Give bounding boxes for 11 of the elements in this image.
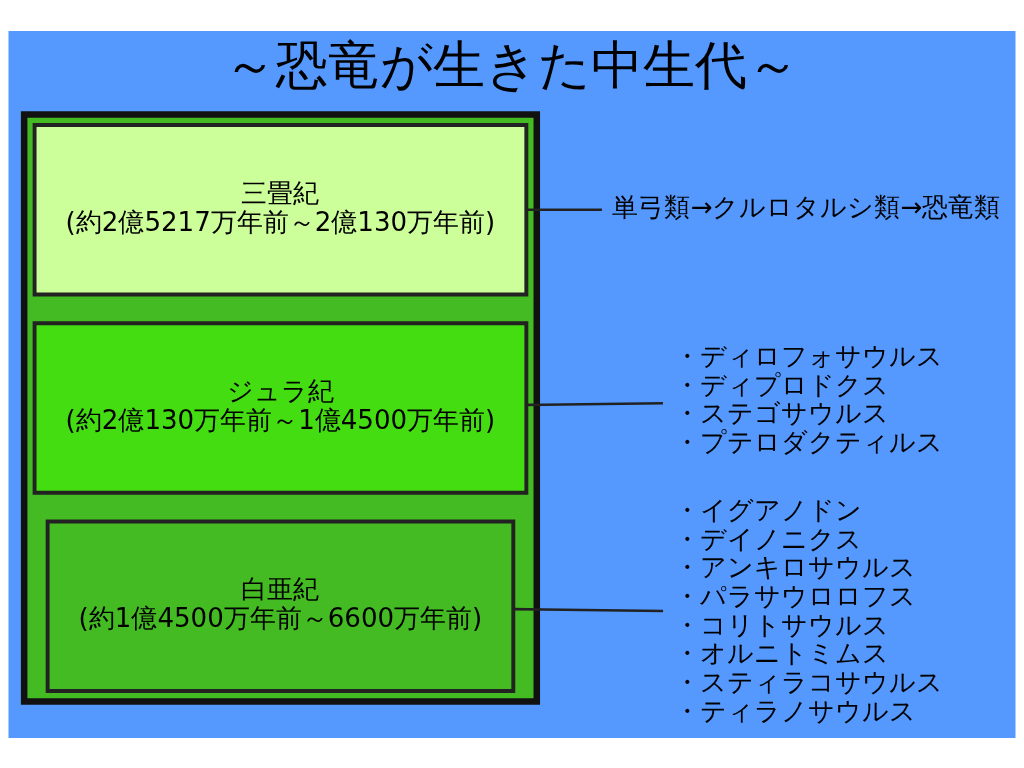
connector	[526, 207, 602, 211]
cluster	[20, 110, 541, 705]
node-box: 白亜紀 (約1億4500万年前～6600万年前)	[45, 519, 516, 693]
node-box: ジュラ紀 (約2億130万年前～1億4500万年前)	[32, 320, 529, 495]
node-text: ・ディロフォサウルス ・ディプロドクス ・ステゴサウルス ・プテロダクティルス	[673, 340, 943, 457]
connector	[513, 607, 664, 612]
diagram-title: ～恐竜が生きた中生代～	[224, 34, 800, 95]
node-text: ・イグアノドン ・デイノニクス ・アンキロサウルス ・パラサウロロフス ・コリトサウルス ・オルニトミムス ・スティラコサウルス ・ティラノサウルス	[673, 494, 943, 726]
node-box: 三畳紀 (約2億5217万年前～2億130万年前)	[32, 122, 529, 296]
node-text: 単弓類→クルロタルシ類→恐竜類	[612, 191, 1001, 222]
connector	[526, 401, 663, 406]
